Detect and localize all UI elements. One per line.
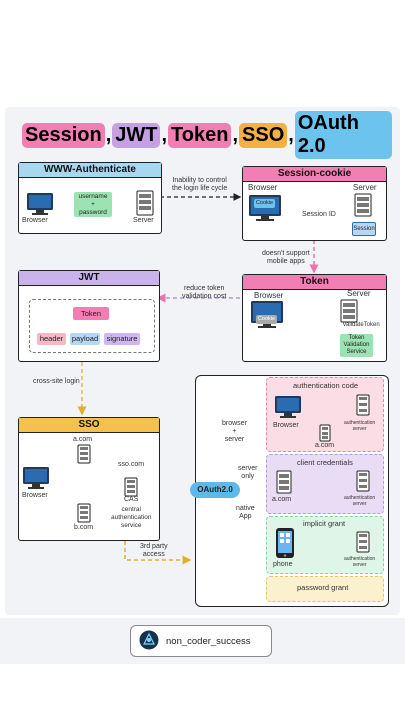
jwt-token-tag: Token [73, 307, 109, 320]
title-session: Session [22, 122, 105, 148]
server-icon [356, 531, 370, 558]
client-cred-label: client credentials [297, 458, 353, 467]
title-token: Token [168, 122, 232, 148]
reduce-note: reduce token validation cost [182, 285, 227, 300]
oauth-acom-label-2: a.com [272, 496, 292, 503]
cas-description: central authentication service [111, 506, 152, 529]
www-server-label: Server [133, 217, 154, 224]
computer-icon [26, 192, 54, 221]
sso-browser-label: Browser [22, 492, 48, 499]
oauth-browser-label: Browser [273, 422, 299, 429]
title-sep: , [161, 123, 168, 146]
title-sso: SSO [239, 122, 288, 148]
session-id-label: Session ID [302, 211, 336, 218]
computer-icon [22, 466, 50, 495]
password-panel [266, 576, 384, 602]
server-icon [124, 477, 138, 502]
www-title: WWW-Authenticate [19, 163, 161, 178]
handle-name: non_coder_success [166, 636, 251, 647]
server-icon [77, 444, 91, 469]
oauth-pill: OAuth2.0 [190, 482, 240, 498]
token-validation-service: Token Validation Service [340, 334, 373, 357]
title-oauth: OAuth 2.0 [294, 111, 392, 159]
session-browser-label: Browser [248, 183, 278, 192]
session-server-label: Server [353, 183, 377, 192]
auth-server-label: authentication server [344, 556, 376, 568]
credentials-tag: username + password [74, 192, 112, 217]
title-sep: , [105, 123, 112, 146]
cross-site-note: cross-site login [33, 378, 80, 385]
route-server-only: server only [238, 465, 258, 480]
auth-code-label: authentication code [293, 381, 359, 390]
auth-server-label: authentication server [344, 495, 376, 507]
mobile-note: doesn't support mobile apps [262, 250, 310, 265]
sso-acom-label: a.com [73, 436, 93, 443]
phone-label: phone [273, 561, 293, 568]
server-icon [319, 424, 331, 447]
sso-cas-label: CAS [124, 496, 139, 503]
third-party-note: 3rd party access [140, 543, 168, 558]
server-icon [354, 193, 372, 222]
jwt-signature-tag: signature [104, 333, 140, 345]
route-browser-server: browser + server [222, 420, 247, 443]
token-title: Token [243, 275, 386, 290]
token-server-label: Server [347, 289, 371, 298]
server-icon [77, 503, 91, 528]
route-native-app: native App [236, 505, 255, 520]
computer-icon [274, 395, 302, 424]
server-icon [136, 190, 154, 221]
title-sep: , [288, 123, 294, 146]
jwt-inner-frame [29, 299, 155, 353]
session-title: Session-cookie [243, 167, 386, 182]
diagram-title: Session , JWT , Token , SSO , OAuth 2.0 [22, 111, 392, 159]
auth-server-label: authentication server [344, 420, 376, 432]
phone-icon [275, 527, 295, 564]
title-sep: , [232, 123, 239, 146]
session-store: Session [352, 222, 376, 236]
title-jwt: JWT [112, 122, 161, 148]
server-icon [356, 470, 370, 497]
cookie-tag: Cookie [254, 199, 275, 208]
www-browser-label: Browser [22, 217, 48, 224]
jwt-payload-tag: payload [70, 333, 100, 345]
password-label: password grant [297, 583, 349, 592]
sso-ssocom-label: sso.com [118, 461, 145, 468]
server-icon [276, 470, 292, 499]
token-browser-label: Browser [254, 291, 284, 300]
sso-title: SSO [19, 418, 159, 433]
lifecycle-note: Inability to control the login life cycl… [172, 177, 228, 192]
implicit-label: implicit grant [303, 519, 346, 528]
cookie-tag: Cookie [256, 315, 277, 324]
jwt-header-tag: header [37, 333, 66, 345]
avatar [139, 630, 159, 655]
jwt-title: JWT [19, 271, 159, 286]
oauth-acom-label-1: a.com [315, 442, 335, 449]
sso-bcom-label: b.com [74, 524, 94, 531]
server-icon [340, 299, 358, 328]
server-icon [356, 394, 370, 421]
validate-token-label: validateToken [343, 322, 380, 328]
